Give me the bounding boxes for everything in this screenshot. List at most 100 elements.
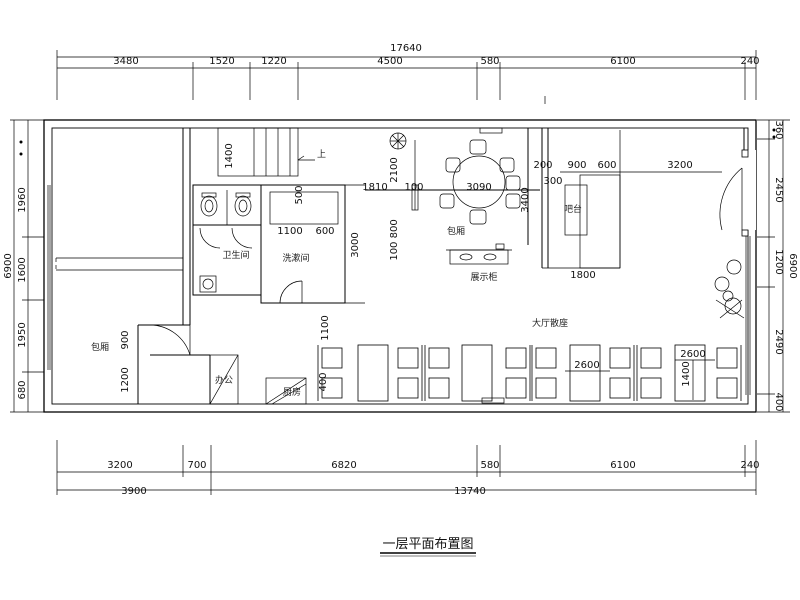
dim-600: 600: [597, 160, 616, 171]
booth-chair: [321, 377, 343, 399]
dining-hall: [317, 344, 742, 402]
booth-table: [569, 344, 601, 402]
left-dimension-lines: 1960 1600 1950 680 6900: [3, 119, 44, 413]
room-label-office: 办公: [215, 374, 233, 386]
plant-top: [389, 132, 407, 150]
dim-2600: 2600: [574, 360, 599, 371]
room-label-kitchen: 厨房: [283, 386, 301, 398]
toilet-2: [234, 192, 252, 217]
booth-chair: [505, 347, 527, 369]
round-table: [439, 139, 521, 225]
dim-bottom-6: 240: [740, 460, 759, 471]
right-dimension-lines: 360 2450 1200 2490 400 6900: [757, 119, 798, 413]
booth-chair: [428, 347, 450, 369]
dim-bottom-3: 6820: [331, 460, 356, 471]
office-area: 办公 厨房: [209, 354, 307, 405]
dim-left-4: 680: [17, 380, 28, 399]
dim-top-6: 6100: [610, 56, 635, 67]
dim-right-1: 360: [773, 120, 784, 139]
dim-bottom-row2-2: 13740: [454, 486, 486, 497]
dim-1810: 1810: [362, 182, 387, 193]
dim-1400b: 1400: [681, 361, 692, 386]
dim-right-3: 1200: [773, 249, 784, 274]
room-label-private: 包厢: [91, 341, 109, 353]
dim-1100: 1100: [277, 226, 302, 237]
left-private-room: 包厢 900 1200: [55, 128, 211, 404]
dim-3090: 3090: [466, 182, 491, 193]
dim-900: 900: [567, 160, 586, 171]
dim-left-total: 6900: [3, 253, 14, 278]
booth-chair: [716, 347, 738, 369]
booth-chair: [397, 377, 419, 399]
dim-bottom-row2-1: 3900: [121, 486, 146, 497]
booth-chair: [640, 347, 662, 369]
dim-400: 400: [318, 372, 329, 391]
dim-bottom-5: 6100: [610, 460, 635, 471]
booth-chair: [640, 377, 662, 399]
booth-chair: [321, 347, 343, 369]
bar-area: 吧台 200 300 900 600 3200 1800: [527, 96, 722, 281]
dim-top-4: 4500: [377, 56, 402, 67]
dim-top-3: 1220: [261, 56, 286, 67]
booth-table: [674, 344, 706, 402]
toilet-1: [200, 192, 218, 217]
dim-bottom-4: 580: [480, 460, 499, 471]
dim-top-5: 580: [480, 56, 499, 67]
room-label-bar: 吧台: [564, 203, 582, 215]
plant-right: [714, 259, 745, 319]
dim-top-7: 240: [740, 56, 759, 67]
dim-600b: 600: [315, 226, 334, 237]
booth-chair: [535, 377, 557, 399]
dim-1400: 1400: [224, 143, 235, 168]
dim-bottom-2: 700: [187, 460, 206, 471]
booth-chair: [716, 377, 738, 399]
dim-left-1: 1960: [17, 187, 28, 212]
dim-3400: 3400: [520, 187, 531, 212]
dim-900b: 900: [120, 330, 131, 349]
stair: 上 1400 500: [217, 127, 326, 205]
dim-right-2: 2450: [773, 177, 784, 202]
washroom: 卫生间: [192, 184, 262, 296]
dim-300: 300: [543, 176, 562, 187]
bottom-dimension-lines: 3200 700 6820 580 6100 240 3900 13740: [56, 440, 760, 497]
vip-room: 1810 100 2100 100 800 3090 3400 包厢: [362, 127, 540, 283]
dim-200: 200: [533, 160, 552, 171]
dim-right-4: 2490: [773, 329, 784, 354]
dim-100b: 100 800: [389, 219, 400, 260]
dim-2100: 2100: [389, 157, 400, 182]
booth-chair: [609, 347, 631, 369]
label-display: 展示柜: [470, 271, 497, 283]
booth-chair: [397, 347, 419, 369]
stair-up-label: 上: [317, 149, 326, 160]
dim-100a: 100: [404, 182, 423, 193]
dim-right-5: 400: [773, 392, 784, 411]
room-label-hall: 大厅散座: [532, 317, 568, 329]
booth-chair: [609, 377, 631, 399]
booth-chair: [505, 377, 527, 399]
dim-3000: 3000: [350, 232, 361, 257]
room-label-wash: 洗漱间: [282, 252, 309, 264]
room-label-vip: 包厢: [447, 225, 465, 237]
dim-right-total: 6900: [787, 253, 798, 278]
dim-top-1: 3480: [113, 56, 138, 67]
dim-bottom-1: 3200: [107, 460, 132, 471]
booth-table: [461, 344, 493, 402]
dim-left-2: 1600: [17, 257, 28, 282]
outer-walls: [43, 119, 757, 413]
drawing-title: 一层平面布置图: [382, 537, 473, 552]
dim-left-3: 1950: [17, 322, 28, 347]
dim-1200: 1200: [120, 367, 131, 392]
booth-chair: [428, 377, 450, 399]
dim-top-2: 1520: [209, 56, 234, 67]
dim-500: 500: [294, 185, 305, 204]
booth-chair: [535, 347, 557, 369]
booth-table: [357, 344, 389, 402]
dim-total-top: 17640: [390, 43, 422, 54]
wash-area: 洗漱间 1100 600 3000 1100: [260, 184, 365, 341]
top-dimension-lines: 17640 3480 1520 1220 4500 580 6100 240: [56, 43, 760, 100]
dim-1100b: 1100: [320, 315, 331, 340]
room-label-washroom: 卫生间: [222, 249, 249, 261]
dim-3200: 3200: [667, 160, 692, 171]
